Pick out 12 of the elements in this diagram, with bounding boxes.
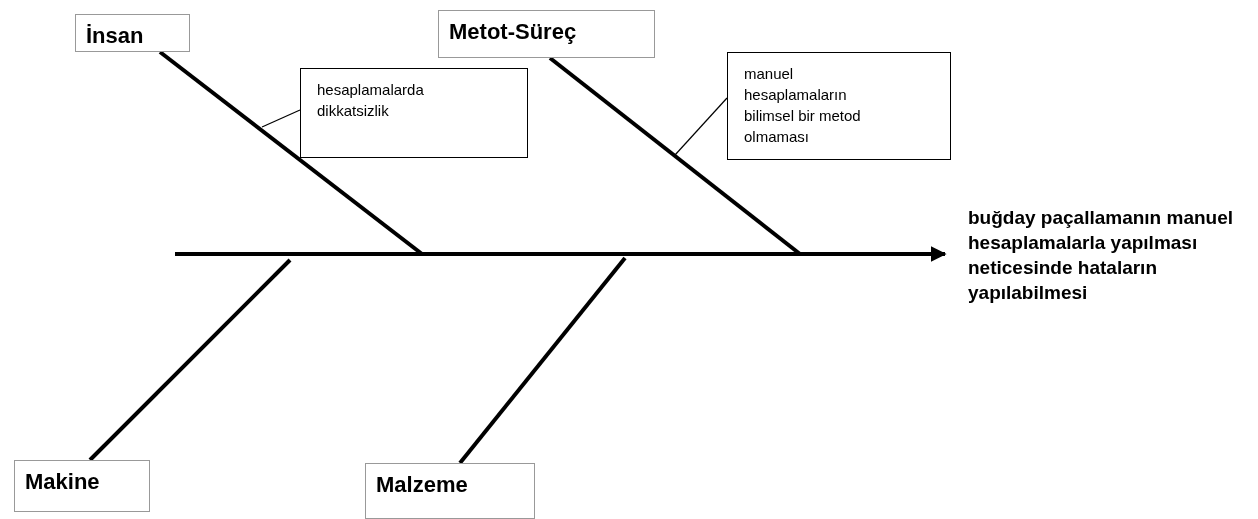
bone-line [458,256,627,465]
category-box: Malzeme [365,463,535,519]
cause-box: manuel hesaplamaların bilimsel bir metod olmaması [727,52,951,160]
leader-line [674,97,728,156]
leader-line [261,109,301,128]
category-box: Metot-Süreç [438,10,655,58]
category-box: İnsan [75,14,190,52]
category-box: Makine [14,460,150,512]
cause-box: hesaplamalarda dikkatsizlik [300,68,528,158]
spine-arrow [175,246,947,262]
bone-line [88,258,292,462]
effect-text: buğday paçallamanın manuel hesaplamalarla yapılması neticesinde hataların yapılabilmesi [968,205,1238,305]
